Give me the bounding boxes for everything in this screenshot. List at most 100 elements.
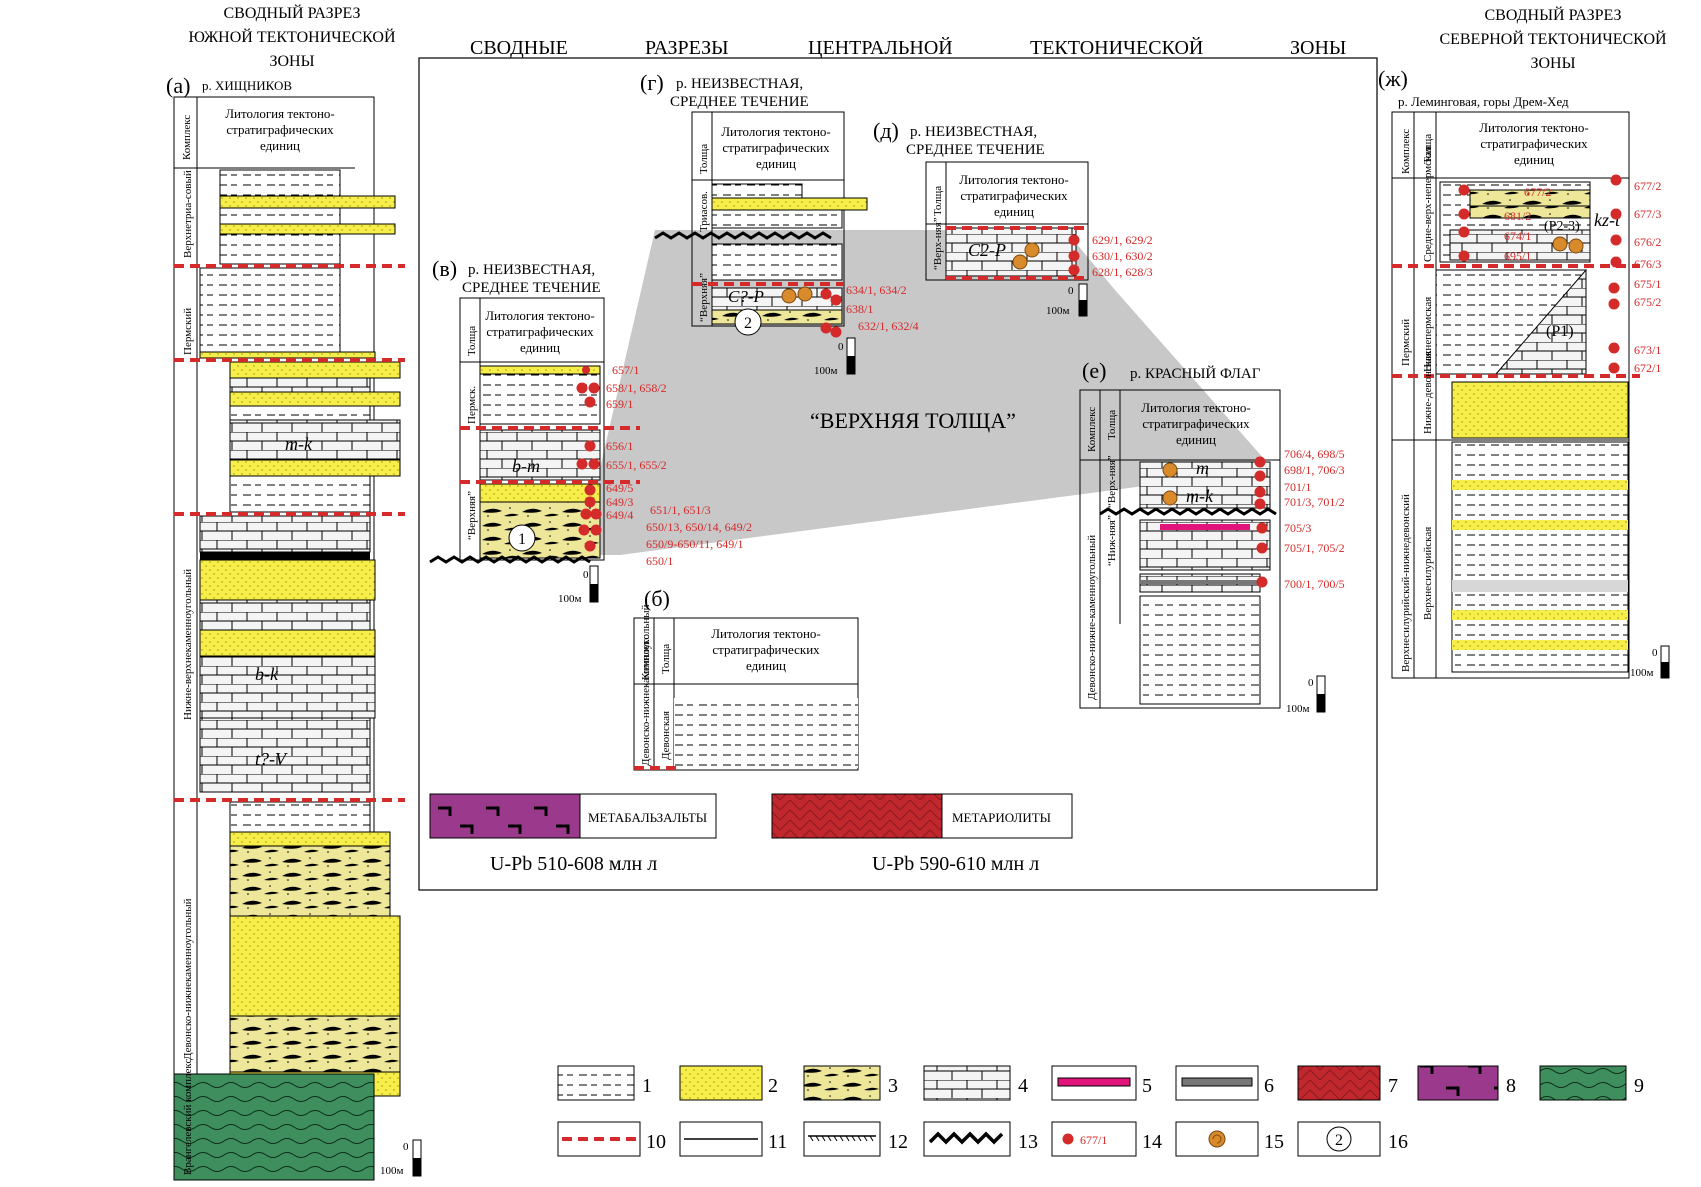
sample-label: 675/1	[1634, 277, 1661, 291]
sample-label: 656/1	[606, 439, 633, 453]
section-letter: (е)	[1082, 358, 1106, 383]
tolshcha-label: “Верхняя”	[466, 491, 478, 540]
north-title-line: СВОДНЫЙ РАЗРЕЗ	[1485, 5, 1622, 24]
section-name: р. Леминговая, горы Дрем-Хед	[1398, 94, 1569, 109]
complex-label: Верхнетриа-совый	[182, 170, 194, 258]
legend-num: 1	[642, 1075, 652, 1097]
complex-label: Девонско-нижнекаменноугольный	[182, 898, 194, 1060]
unit-label: m-k	[285, 434, 313, 454]
section-letter: (б)	[644, 586, 670, 611]
legend-num: 5	[1142, 1075, 1152, 1097]
unit-label: (P2-3)	[1544, 219, 1580, 234]
title-word: ЦЕНТРАЛЬНОЙ	[808, 36, 953, 59]
sample-label: 701/1	[1284, 480, 1311, 494]
title-word: СВОДНЫЕ	[470, 37, 568, 59]
tolshcha-label: Девонская	[660, 711, 672, 760]
scale-bar: 100м	[380, 1165, 404, 1177]
section-letter: (ж)	[1378, 66, 1408, 91]
sample-label: 629/1, 629/2	[1092, 233, 1153, 247]
scale-zero: 0	[403, 1141, 409, 1153]
complex-label: Девонско-нижне-каменноугольный	[1086, 535, 1098, 700]
header-lith: единиц	[520, 340, 560, 355]
header-lith: Литология тектоно-	[959, 172, 1069, 187]
sample-label: 672/1	[1634, 361, 1661, 375]
scale-zero: 0	[583, 569, 589, 581]
sample-label: 634/1, 634/2	[846, 283, 907, 297]
header-lith: единиц	[994, 204, 1034, 219]
sample-label: 675/2	[1634, 295, 1661, 309]
sample-label: 676/3	[1634, 257, 1661, 271]
section-name: СРЕДНЕЕ ТЕЧЕНИЕ	[670, 94, 809, 110]
title-word: ЗОНЫ	[1290, 37, 1346, 59]
legend-shale-icon	[557, 1065, 635, 1101]
sample-label: 676/2	[1634, 235, 1661, 249]
unit-label: (P1)	[1546, 323, 1574, 340]
tolshcha-label: Нижнепермская	[1422, 297, 1434, 372]
legend-num: 10	[646, 1131, 666, 1153]
sample-label: 651/1, 651/3	[650, 503, 711, 517]
section-letter: (а)	[166, 73, 190, 98]
scale-bar: 100м	[1630, 667, 1654, 679]
scale-bar: 100м	[558, 593, 582, 605]
tolshcha-label: Нижне-девонская	[1422, 351, 1434, 434]
header-lith: стратиграфических	[1480, 136, 1588, 151]
header-lith: единиц	[1514, 152, 1554, 167]
scale-zero: 0	[1068, 285, 1074, 297]
sample-label: 700/1, 700/5	[1284, 577, 1345, 591]
header-tolshcha: Толща	[1106, 410, 1118, 440]
header-lith: Литология тектоно-	[1479, 120, 1589, 135]
header-lith: стратиграфических	[226, 122, 334, 137]
sample-label: 649/4	[606, 508, 633, 522]
section-name: СРЕДНЕЕ ТЕЧЕНИЕ	[906, 142, 1045, 158]
complex-label: Девонско-нижнекаменноугольный	[640, 604, 652, 766]
sample-label: 677/3	[1634, 207, 1661, 221]
sample-label: 649/3	[606, 495, 633, 509]
legend-num: 4	[1018, 1075, 1028, 1097]
unit-label: m	[1196, 458, 1209, 478]
legend-num: 13	[1018, 1131, 1038, 1153]
circle-number: 1	[518, 531, 526, 548]
sample-label: 655/1, 655/2	[606, 458, 667, 472]
legend-num: 16	[1388, 1131, 1408, 1153]
title-word: РАЗРЕЗЫ	[645, 37, 729, 59]
north-title: СВОДНЫЙ РАЗРЕЗ СЕВЕРНОЙ ТЕКТОНИЧЕСКОЙ ЗО…	[1439, 5, 1667, 72]
legend-num: 7	[1388, 1075, 1398, 1097]
header-lith: стратиграфических	[1142, 416, 1250, 431]
section-v: (в) р. НЕИЗВЕСТНАЯ, СРЕДНЕЕ ТЕЧЕНИЕ Толщ…	[429, 256, 752, 605]
sample-label: 695/1	[1504, 249, 1531, 263]
tolshcha-label: Пермск.	[466, 386, 478, 424]
sample-label: 657/1	[612, 363, 639, 377]
title-word: ТЕКТОНИЧЕСКОЙ	[1030, 36, 1203, 59]
north-title-line: СЕВЕРНОЙ ТЕКТОНИЧЕСКОЙ	[1439, 29, 1667, 48]
header-complex: Комплекс	[1400, 129, 1412, 174]
complex-label: Пермский	[1400, 319, 1412, 366]
sample-label: 630/1, 630/2	[1092, 249, 1153, 263]
header-lith: Литология тектоно-	[225, 106, 335, 121]
legend-num: 3	[888, 1075, 898, 1097]
central-frame	[418, 57, 1378, 891]
unit-label: m-k	[1186, 486, 1214, 506]
section-name: р. НЕИЗВЕСТНАЯ,	[468, 262, 595, 278]
sample-label: 628/1, 628/3	[1092, 265, 1153, 279]
sample-label: 701/3, 701/2	[1284, 495, 1345, 509]
tolshcha-label: “Верх-няя”	[932, 217, 944, 270]
sample-label: 698/1, 706/3	[1284, 463, 1345, 477]
section-e: (е) р. КРАСНЫЙ ФЛАГ Комплекс Толща Литол…	[1079, 358, 1345, 715]
section-letter: (в)	[432, 256, 457, 281]
legend-num: 14	[1142, 1131, 1162, 1153]
ammonite-icon	[1162, 490, 1178, 506]
rock-name: МЕТАРИОЛИТЫ	[952, 810, 1051, 825]
legend-num: 11	[768, 1131, 787, 1153]
section-zh: (ж) р. Леминговая, горы Дрем-Хед Комплек…	[1378, 66, 1670, 679]
section-letter: (д)	[873, 118, 899, 143]
ammonite-icon	[1024, 242, 1040, 258]
scale-zero: 0	[1652, 647, 1658, 659]
section-g: (г) р. НЕИЗВЕСТНАЯ, СРЕДНЕЕ ТЕЧЕНИЕ Толщ…	[640, 70, 919, 377]
complex-label: Верхнесилурийский-нижнедевонский	[1400, 494, 1412, 672]
header-lith: стратиграфических	[960, 188, 1068, 203]
rock-name: МЕТАБАЛЬЗАЛЬТЫ	[588, 810, 707, 825]
complex-label: Врангелевский комплекс	[182, 1059, 194, 1175]
rock-legend: МЕТАБАЛЬЗАЛЬТЫ МЕТАРИОЛИТЫ U-Pb 510-608 …	[429, 793, 1073, 875]
legend-conglomerate-icon	[803, 1065, 881, 1101]
